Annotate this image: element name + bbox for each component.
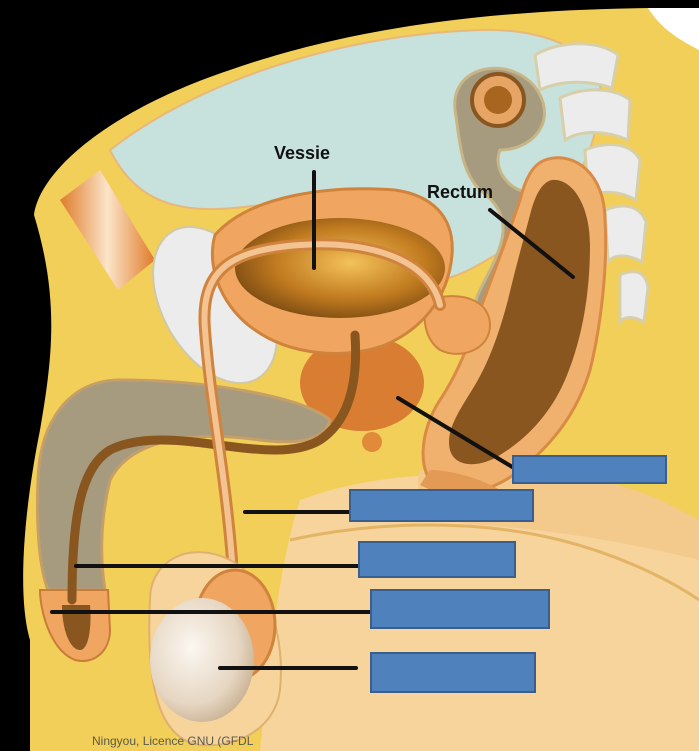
answer-box-glans[interactable]	[370, 589, 550, 629]
label-rectum: Rectum	[427, 182, 493, 203]
answer-box-prostate[interactable]	[512, 455, 667, 484]
label-bladder: Vessie	[274, 143, 330, 164]
answer-box-vas-deferens[interactable]	[349, 489, 534, 522]
bulbourethral-gland	[362, 432, 382, 452]
answer-box-urethra[interactable]	[358, 541, 516, 578]
colon-lumen-inner	[484, 86, 512, 114]
image-credit: Ningyou, Licence GNU (GFDL	[92, 734, 253, 748]
testis	[150, 598, 254, 722]
answer-box-testis[interactable]	[370, 652, 536, 693]
